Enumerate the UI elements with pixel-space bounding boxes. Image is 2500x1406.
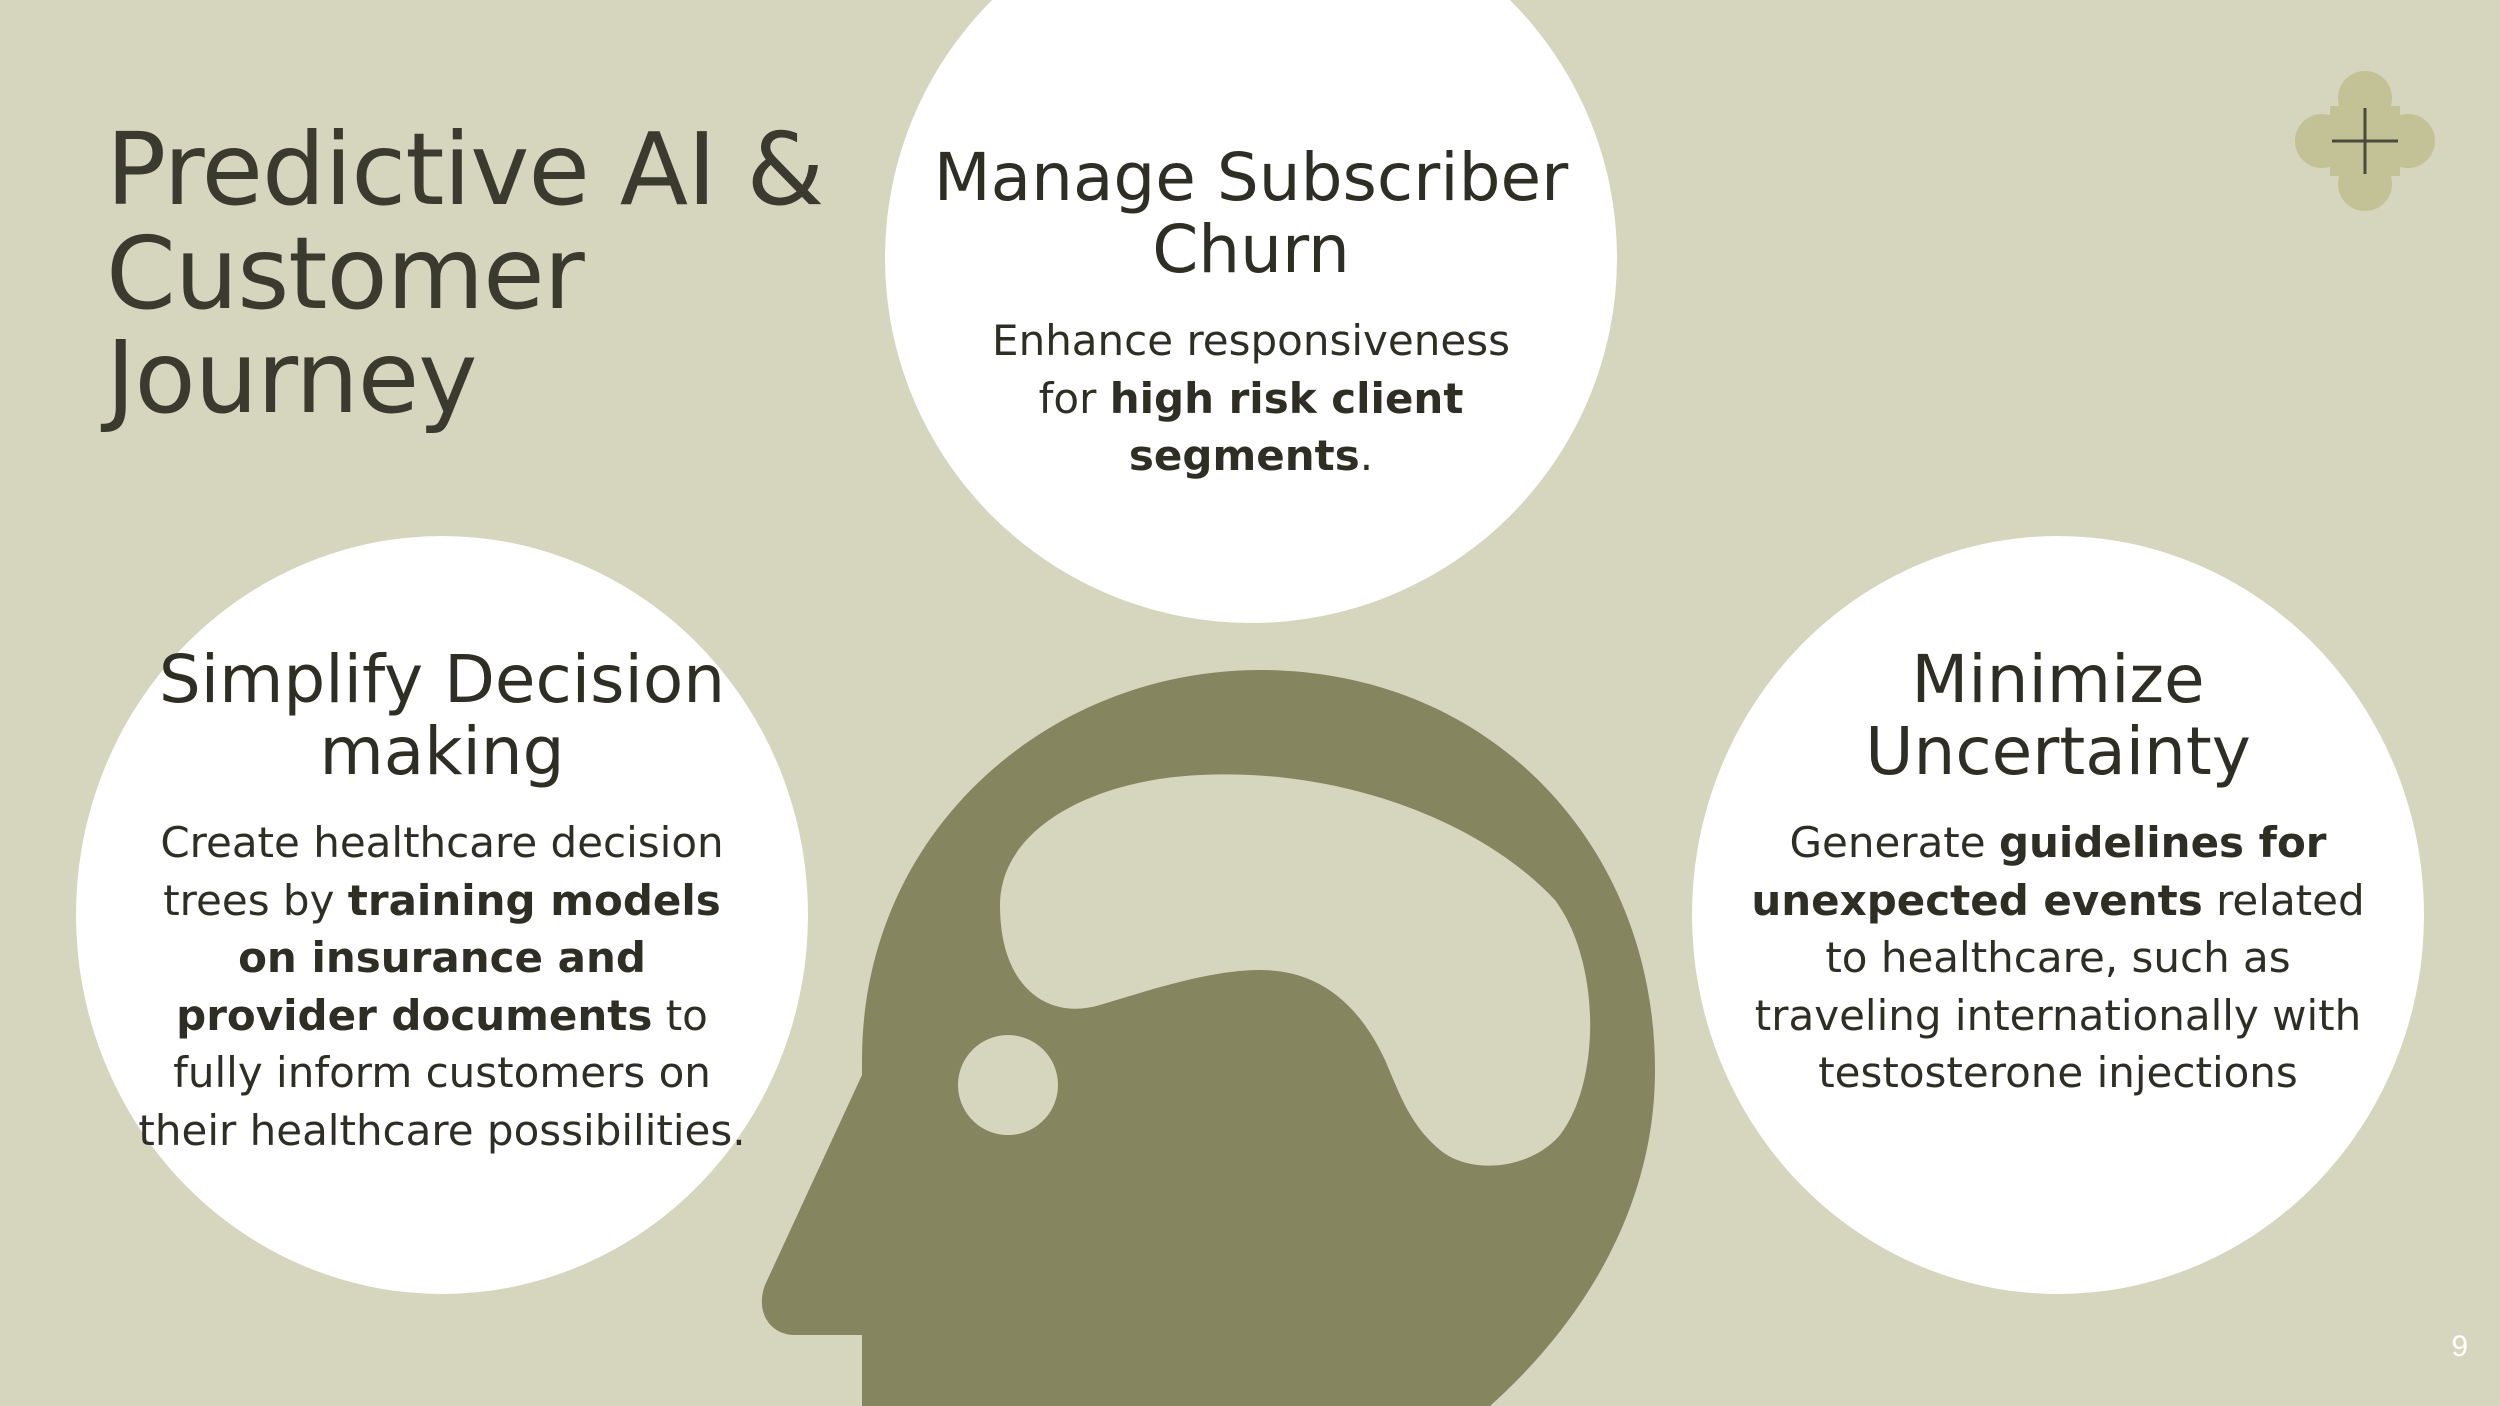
card-body: Generate guidelines for unexpected event… <box>1738 814 2378 1102</box>
card-simplify-decision-making: Simplify Decision making Create healthca… <box>76 536 808 1294</box>
card-body-text: Generate <box>1789 818 1999 867</box>
head-shape <box>761 670 1655 1406</box>
card-body-highlight: high risk client segments <box>1109 373 1464 481</box>
clover-plus-icon <box>2295 71 2435 211</box>
page-number: 9 <box>2451 1330 2468 1363</box>
slide-title: Predictive AI & Customer Journey <box>106 111 824 436</box>
card-body: Create healthcare decision trees by trai… <box>132 814 752 1159</box>
card-body-text: . <box>1359 431 1374 480</box>
card-body-text: Enhance responsiveness for <box>992 316 1510 423</box>
card-body-highlight: training models on insurance and provide… <box>176 875 721 1040</box>
card-body-text: to fully inform customers on their healt… <box>138 990 746 1155</box>
card-heading: Manage Subscriber Churn <box>933 139 1569 288</box>
card-heading: Minimize Uncertainty <box>1865 641 2251 790</box>
card-body-text: related to healthcare, such as traveling… <box>1754 875 2365 1098</box>
card-heading: Simplify Decision making <box>158 641 726 790</box>
card-minimize-uncertainty: Minimize Uncertainty Generate guidelines… <box>1692 536 2424 1294</box>
card-body-text: Create healthcare decision trees by <box>160 818 724 925</box>
card-manage-subscriber-churn: Manage Subscriber Churn Enhance responsi… <box>885 0 1617 623</box>
card-body: Enhance responsiveness for high risk cli… <box>971 312 1531 485</box>
card-body-highlight: guidelines for unexpected events <box>1751 818 2327 925</box>
